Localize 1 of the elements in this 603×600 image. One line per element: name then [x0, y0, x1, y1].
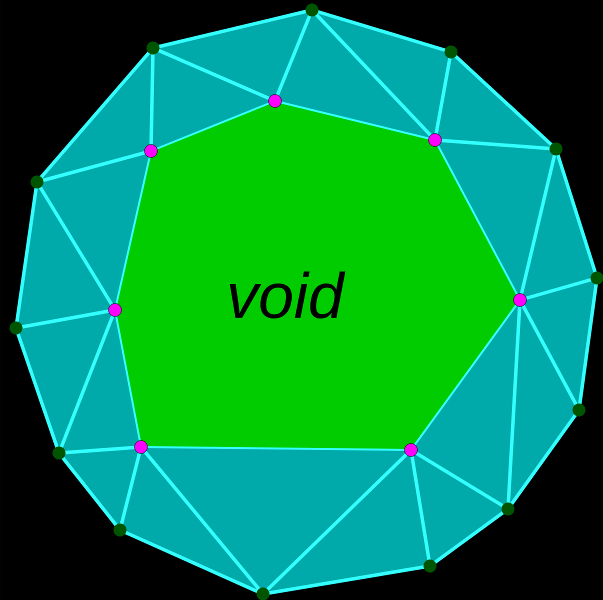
void-region: void	[115, 101, 520, 450]
